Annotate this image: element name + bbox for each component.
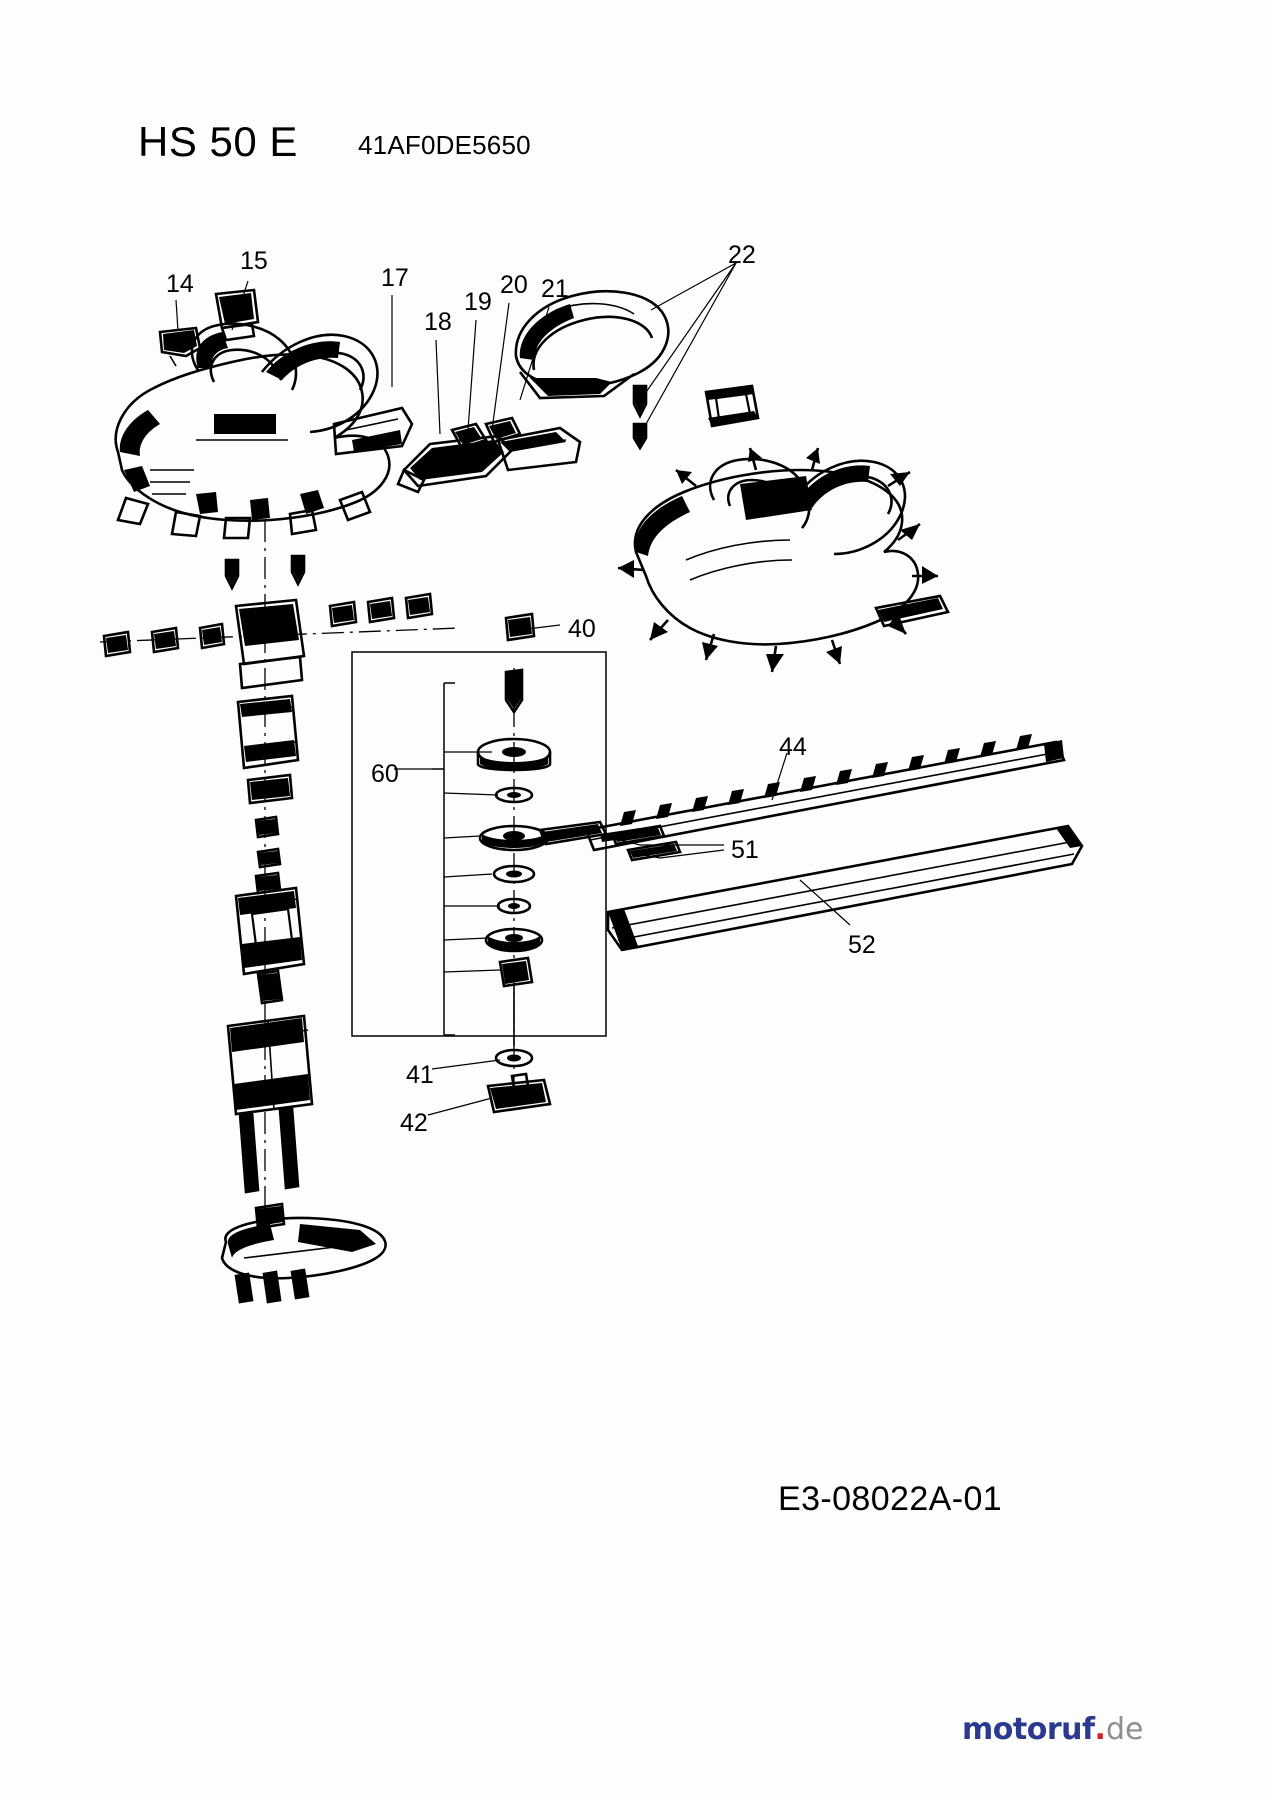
- center-axis: [99, 520, 515, 1215]
- part-52-blade-cover: [606, 824, 1084, 952]
- part-19-20-21-links: [450, 416, 582, 472]
- part-15-switch: [214, 288, 260, 342]
- callout-20: 20: [500, 271, 528, 299]
- callout-18: 18: [424, 308, 452, 336]
- housing-assembly: [114, 322, 414, 540]
- part-14-clip: [158, 326, 202, 367]
- watermark-tld: de: [1105, 1712, 1144, 1747]
- watermark: motoruf.de: [962, 1712, 1143, 1747]
- model-code: 41AF0DE5650: [358, 130, 531, 160]
- watermark-dot: .: [1094, 1712, 1106, 1747]
- part-40-41-42: [486, 612, 552, 1114]
- callout-51: 51: [731, 836, 759, 864]
- callout-60: 60: [371, 760, 399, 788]
- subassembly-frame: [351, 651, 607, 1037]
- callout-17: 17: [381, 264, 409, 292]
- callout-22: 22: [728, 241, 756, 269]
- part-51-bolts: [610, 824, 682, 862]
- part-17-18-guard: [396, 434, 514, 494]
- callout-42: 42: [400, 1109, 428, 1137]
- callout-41: 41: [406, 1061, 434, 1089]
- callout-44: 44: [779, 733, 807, 761]
- gear-stack-group-60: [476, 668, 608, 1046]
- callout-21: 21: [541, 275, 569, 303]
- callout-40: 40: [568, 615, 596, 643]
- part-22-cover: [514, 290, 760, 451]
- assembled-trimmer-view: [617, 447, 950, 673]
- callout-52: 52: [848, 931, 876, 959]
- page-title: HS 50 E: [138, 118, 298, 165]
- callout-14: 14: [166, 270, 194, 298]
- drawing-number: E3-08022A-01: [778, 1480, 1003, 1518]
- assembly-arrows: [617, 447, 938, 673]
- part-44-cutter-bar: [584, 734, 1066, 852]
- callout-15: 15: [240, 247, 268, 275]
- watermark-brand: motoruf: [962, 1712, 1095, 1747]
- motor-stack: [102, 554, 434, 1304]
- callout-19: 19: [464, 288, 492, 316]
